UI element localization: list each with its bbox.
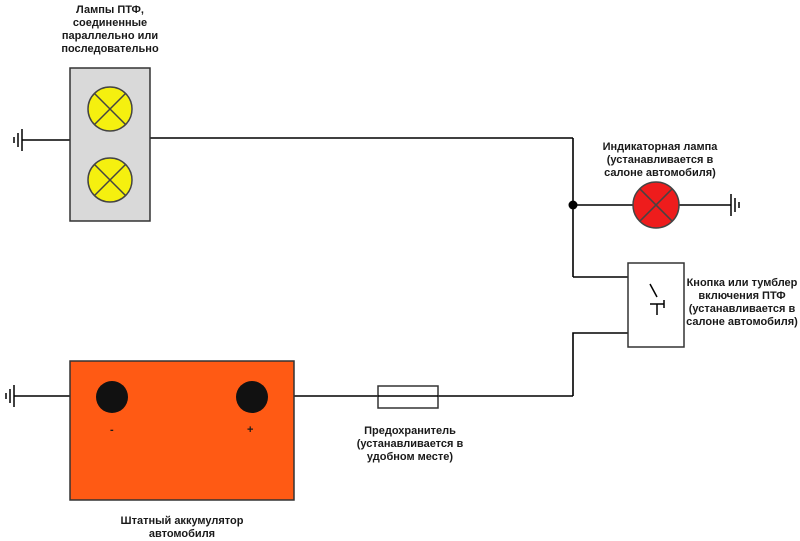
switch-box [627, 262, 685, 348]
fog-lamps-label: Лампы ПТФ, соединенные параллельно или п… [61, 4, 159, 55]
battery-terminal-minus [96, 381, 128, 413]
indicator-lamp-label: Индикаторная лампа (устанавливается в са… [602, 141, 718, 179]
indicator-lamp-icon [632, 181, 680, 229]
ground-icon [5, 385, 15, 407]
switch-icon [649, 283, 665, 315]
fuse-body [377, 385, 439, 409]
battery-minus-label: - [110, 424, 114, 436]
ground-icon [13, 129, 23, 151]
junction-dot [568, 200, 578, 210]
battery-plus-label: + [247, 424, 254, 436]
fog-lamp-icon [87, 157, 133, 203]
battery-terminal-plus [236, 381, 268, 413]
ground-icon [730, 194, 740, 216]
battery-body [69, 360, 295, 501]
switch-label: Кнопка или тумблер включения ПТФ (устана… [686, 277, 798, 328]
fog-lamp-icon [87, 86, 133, 132]
fuse-label: Предохранитель (устанавливается в удобно… [356, 425, 464, 463]
battery-label: Штатный аккумулятор автомобиля [120, 515, 244, 540]
